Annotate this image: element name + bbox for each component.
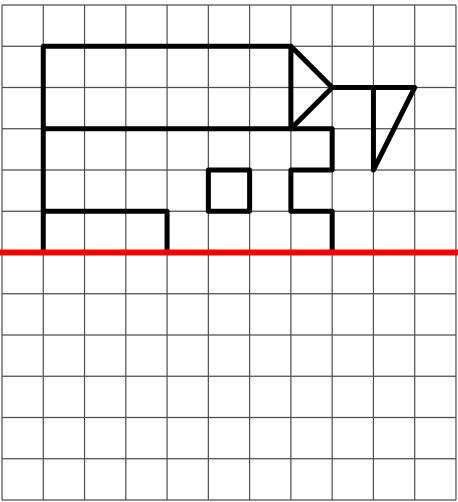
grid-diagram — [0, 0, 458, 502]
